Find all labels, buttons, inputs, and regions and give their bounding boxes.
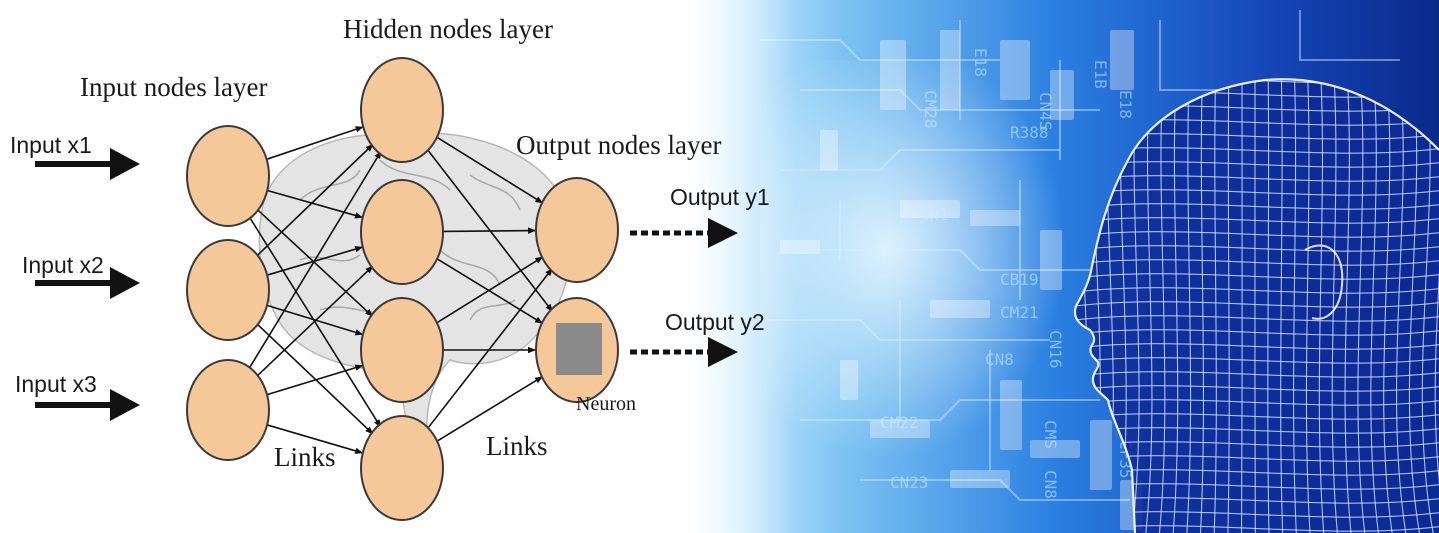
- circuit-label: CB19: [1000, 270, 1039, 289]
- hidden-node: [360, 415, 444, 521]
- circuit-label: E18: [1116, 90, 1135, 119]
- circuit-label: CN1: [920, 205, 949, 224]
- input-label-x1: Input x1: [10, 132, 92, 158]
- hidden-layer-title: Hidden nodes layer: [343, 14, 553, 44]
- link-arrow: [265, 364, 364, 396]
- input-node: [186, 125, 270, 227]
- circuit-label: CM21: [1000, 303, 1039, 322]
- link-arrow: [434, 135, 544, 204]
- link-arrow: [247, 150, 382, 371]
- input-layer: [186, 125, 270, 461]
- input-arrow-x1: [35, 148, 140, 180]
- output-node: [535, 177, 619, 283]
- circuit-label: CN23: [890, 473, 929, 492]
- link-arrow: [434, 376, 544, 443]
- input-label-x3: Input x3: [15, 371, 97, 397]
- circuit-label: CM28: [921, 90, 940, 129]
- input-node: [186, 239, 270, 341]
- hidden-node: [360, 297, 444, 403]
- link-arrow: [424, 146, 553, 313]
- circuit-label: CMS: [1041, 420, 1060, 449]
- output-arrow-y2: [630, 337, 738, 367]
- link-arrow: [265, 304, 364, 336]
- circuit-label: FB18: [855, 247, 894, 266]
- links-label-left: Links: [274, 442, 336, 472]
- circuit-label: E1B: [1091, 60, 1110, 89]
- output-label-y1: Output y1: [670, 184, 770, 210]
- link-arrow: [265, 126, 364, 161]
- hidden-node: [360, 179, 444, 285]
- circuit-label: R388: [1010, 123, 1049, 142]
- circuit-label: CM22: [880, 413, 919, 432]
- link-arrow: [265, 189, 363, 219]
- link-arrow: [255, 143, 374, 258]
- circuit-label: CN8: [1041, 470, 1060, 499]
- output-label-y2: Output y2: [665, 309, 765, 335]
- circuit-label: CN4S: [1036, 92, 1055, 131]
- output-layer: [535, 177, 619, 403]
- input-arrow-x2: [35, 267, 140, 299]
- circuit-label: E18: [971, 48, 990, 77]
- output-layer-title: Output nodes layer: [516, 130, 721, 160]
- hidden-node: [360, 57, 444, 163]
- link-arrow: [425, 267, 553, 432]
- output-arrow-y1: [630, 218, 738, 248]
- input-arrow-x3: [35, 389, 140, 421]
- ear-outline: [1304, 244, 1344, 320]
- links: [247, 126, 553, 454]
- link-arrow: [265, 423, 364, 454]
- neuron-square: [556, 323, 602, 375]
- circuit-label: CN16: [1046, 330, 1065, 369]
- neuron-label: Neuron: [576, 393, 636, 415]
- circuit-label: CN8: [985, 350, 1014, 369]
- link-arrow: [255, 322, 374, 435]
- link-arrow: [255, 265, 374, 378]
- input-arrows: [35, 148, 140, 421]
- link-arrow: [434, 256, 544, 325]
- input-label-x2: Input x2: [22, 252, 104, 278]
- input-node: [186, 359, 270, 461]
- output-arrows: [630, 218, 738, 367]
- link-arrow: [441, 227, 537, 234]
- links-label-right: Links: [486, 431, 548, 461]
- input-layer-title: Input nodes layer: [80, 72, 267, 102]
- hidden-layer: [360, 57, 444, 521]
